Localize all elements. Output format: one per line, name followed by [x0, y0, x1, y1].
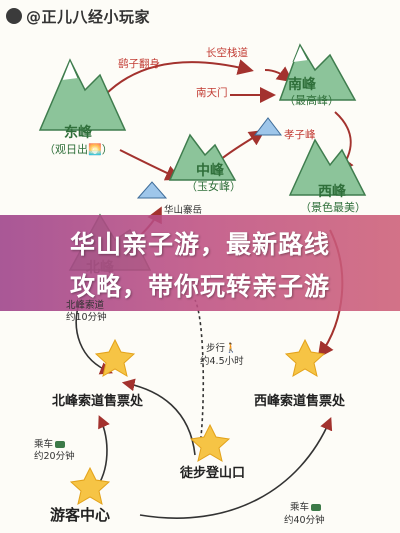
label-cable-north: 北峰索道 [66, 300, 105, 311]
banner-title-line2: 攻略，带你玩转亲子游 [69, 272, 330, 301]
star-north-ticket-icon [94, 338, 136, 378]
label-huashanzhai: 华山寨岳 [164, 205, 203, 216]
brand: @正儿八经小玩家 [6, 4, 166, 28]
bus-icon [311, 504, 322, 511]
label-changkong: 长空栈道 [206, 47, 248, 59]
peak-west-sub: （景色最美） [300, 201, 366, 214]
mountain-huashanzhai-icon [136, 181, 168, 199]
label-cable-north-time: 约10分钟 [66, 312, 107, 323]
title-banner: 华山亲子游，最新路线 攻略，带你玩转亲子游 [0, 215, 400, 311]
label-yaozi: 鹞子翻身 [118, 58, 160, 70]
route-visitor-to-northticket [94, 415, 110, 491]
route-visitor-to-westticket [139, 417, 333, 519]
peak-south-name: 南峰 [288, 77, 316, 93]
peak-south-sub: （最高峰） [284, 94, 339, 107]
route-middle-to-xiaozi [219, 129, 266, 161]
peak-west-name: 西峰 [318, 184, 346, 200]
brand-title: @正儿八经小玩家 [26, 7, 151, 26]
label-bus-right: 乘车 [290, 499, 322, 513]
route-changkong-to-south [264, 66, 294, 83]
label-xiaozi: 孝子峰 [284, 129, 316, 141]
label-visitor-center: 游客中心 [50, 506, 111, 524]
route-trailhead-walk [194, 299, 205, 446]
label-walk-time: 约4.5小时 [200, 356, 244, 367]
label-nantianmen: 南天门 [196, 87, 228, 99]
bus-right-text: 乘车 [290, 502, 310, 513]
label-west-ticket: 西峰索道售票处 [254, 394, 346, 409]
label-bus-left: 乘车 [34, 436, 66, 450]
mountain-south-icon [278, 43, 357, 101]
bus-left-text: 乘车 [34, 439, 54, 450]
brand-logo-icon [6, 8, 22, 24]
route-east-to-changkong [104, 59, 254, 96]
star-trailhead-icon [189, 423, 231, 463]
label-bus-left-time: 约20分钟 [34, 451, 75, 462]
peak-middle-name: 中峰 [196, 163, 224, 179]
label-bus-right-time: 约40分钟 [284, 515, 325, 526]
label-walk: 步行🚶 [206, 343, 237, 354]
star-visitor-icon [69, 466, 111, 506]
peak-middle-sub: （玉女峰） [186, 180, 241, 193]
label-trailhead: 徒步登山口 [180, 466, 246, 481]
mountain-xiaozi-icon [253, 117, 283, 136]
route-trailhead-to-north [121, 378, 196, 456]
bus-icon [55, 441, 66, 448]
mountain-middle-icon [168, 133, 237, 181]
label-north-ticket: 北峰索道售票处 [52, 394, 144, 409]
route-east-to-middle [119, 149, 182, 181]
mountain-west-icon [288, 138, 367, 196]
peak-east-name: 东峰 [64, 125, 92, 141]
mountain-east-icon [38, 58, 127, 131]
star-west-ticket-icon [284, 338, 326, 378]
banner-title-line1: 华山亲子游，最新路线 [69, 230, 330, 259]
peak-east-sub: （观日出🌅） [44, 143, 113, 156]
